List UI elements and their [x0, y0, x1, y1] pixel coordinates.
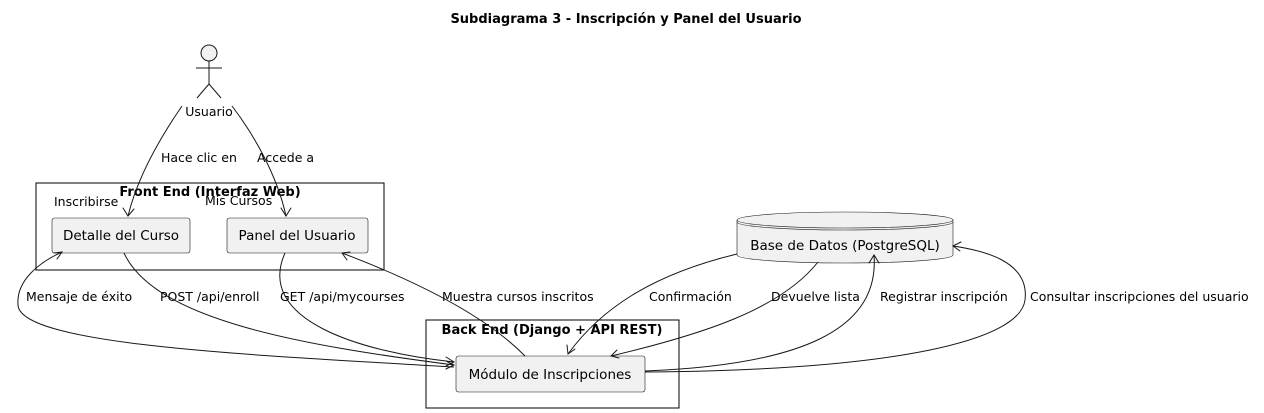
edge-confirmacion: Confirmación	[566, 253, 738, 355]
edge-post-enroll-label: POST /api/enroll	[160, 289, 259, 304]
edge-inscribirse-label: Inscribirse	[54, 194, 119, 209]
edge-registrar: Registrar inscripción	[644, 254, 1008, 372]
edge-hace-clic-label: Hace clic en	[161, 150, 237, 165]
actor-head	[200, 44, 218, 62]
database-body	[736, 220, 954, 264]
node-modulo-inscripciones: Módulo de Inscripciones	[455, 355, 646, 393]
database-top	[736, 211, 954, 229]
actor-label: Usuario	[185, 104, 233, 119]
edge-muestra-cursos: Muestra cursos inscritos	[341, 251, 594, 357]
edge-consultar: Consultar inscripciones del usuario	[644, 241, 1249, 373]
node-base-de-datos-label: Base de Datos (PostgreSQL)	[750, 238, 940, 254]
edge-accede: Accede a Mis Cursos	[205, 105, 314, 217]
edge-devuelve-lista: Devuelve lista	[610, 261, 860, 359]
package-backend: Back End (Django + API REST)	[425, 319, 680, 409]
edge-muestra-cursos-label: Muestra cursos inscritos	[442, 289, 594, 304]
node-modulo-inscripciones-label: Módulo de Inscripciones	[469, 367, 632, 383]
edge-accede-label: Accede a	[257, 150, 314, 165]
edge-registrar-label: Registrar inscripción	[880, 289, 1008, 304]
node-base-de-datos: Base de Datos (PostgreSQL)	[736, 211, 954, 264]
actor-usuario: Usuario	[185, 44, 233, 119]
edge-mis-cursos-label: Mis Cursos	[205, 193, 272, 208]
edge-mensaje-exito-label: Mensaje de éxito	[26, 289, 132, 304]
node-panel-usuario-label: Panel del Usuario	[239, 228, 356, 244]
package-backend-frame	[425, 319, 680, 409]
node-panel-usuario: Panel del Usuario	[226, 217, 369, 254]
package-frontend-label: Front End (Interfaz Web)	[119, 185, 300, 200]
node-detalle-curso: Detalle del Curso	[51, 217, 191, 254]
package-frontend-frame	[35, 182, 385, 271]
edge-devuelve-lista-label: Devuelve lista	[771, 289, 860, 304]
package-frontend: Front End (Interfaz Web)	[35, 182, 385, 271]
edge-consultar-label: Consultar inscripciones del usuario	[1030, 289, 1249, 304]
package-backend-label: Back End (Django + API REST)	[442, 323, 663, 338]
edge-mensaje-exito: Mensaje de éxito	[17, 251, 455, 368]
edge-get-mycourses-label: GET /api/mycourses	[280, 289, 405, 304]
edge-hace-clic: Hace clic en Inscribirse	[54, 105, 237, 217]
edge-get-mycourses: GET /api/mycourses	[279, 252, 456, 367]
diagram-title: Subdiagrama 3 - Inscripción y Panel del …	[450, 12, 801, 27]
edge-post-enroll: POST /api/enroll	[123, 252, 456, 370]
edge-confirmacion-label: Confirmación	[649, 289, 732, 304]
node-detalle-curso-label: Detalle del Curso	[63, 228, 179, 244]
